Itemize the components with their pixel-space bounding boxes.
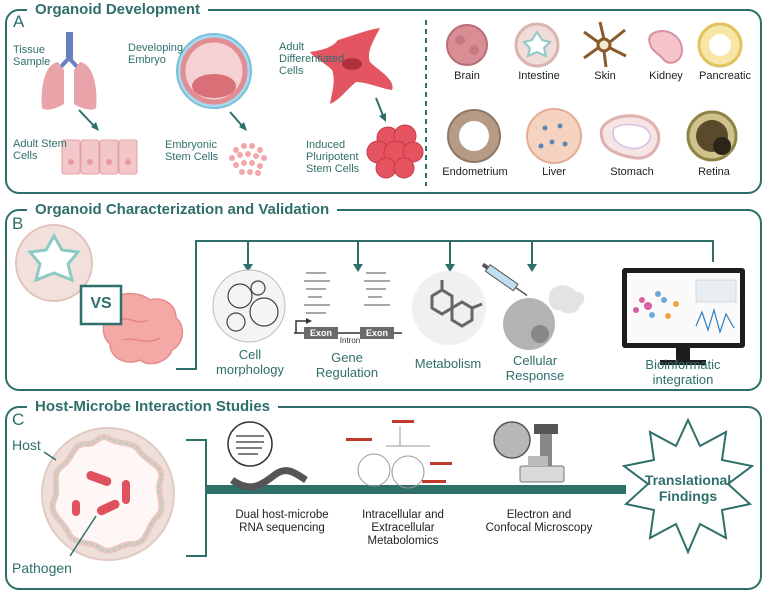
organoid-label-intestine: Intestine xyxy=(518,70,560,82)
organoid-label-skin: Skin xyxy=(594,70,616,82)
step-cellular-response: Cellular Response xyxy=(505,353,565,383)
organoid-label-pancreatic: Pancreatic xyxy=(699,70,751,82)
host-label: Host xyxy=(12,437,41,453)
intron-label: Intron xyxy=(339,336,361,345)
panel-b-title: Organoid Characterization and Validation xyxy=(27,201,338,218)
vs-label: VS xyxy=(90,295,112,312)
step-bioinformatic-integration: Bioinformatic integration xyxy=(645,357,721,387)
step-cell-morphology: Cell morphology xyxy=(216,347,284,377)
organoid-label-retina: Retina xyxy=(698,166,730,178)
adult-differentiated-label: Adult Differentiated Cells xyxy=(279,41,345,77)
organoid-label-liver: Liver xyxy=(542,166,566,178)
translational-findings-label: Translational Findings xyxy=(644,472,732,504)
panel-b-letter: B xyxy=(12,214,24,233)
developing-embryo-label: Developing Embryo xyxy=(128,42,184,66)
organoid-label-endometrium: Endometrium xyxy=(442,166,508,178)
panel-c-letter: C xyxy=(12,410,25,429)
organoid-label-kidney: Kidney xyxy=(649,70,683,82)
organoid-label-stomach: Stomach xyxy=(610,166,654,178)
method-metabolomics: Intracellular and Extracellular Metabolo… xyxy=(362,509,444,547)
exon-1-label: Exon xyxy=(309,328,332,338)
exon-2-label: Exon xyxy=(365,328,388,338)
tissue-sample-label: Tissue Sample xyxy=(13,44,51,68)
panel-a-title: Organoid Development xyxy=(27,1,209,18)
panel-a-letter: A xyxy=(13,12,25,31)
organoid-label-brain: Brain xyxy=(454,70,480,82)
panel-c-title: Host-Microbe Interaction Studies xyxy=(27,398,279,415)
step-gene-regulation: Gene Regulation xyxy=(315,350,379,380)
adult-stem-label: Adult Stem Cells xyxy=(13,138,67,162)
pathogen-label: Pathogen xyxy=(12,560,72,576)
step-metabolism: Metabolism xyxy=(414,356,482,371)
embryonic-stem-label: Embryonic Stem Cells xyxy=(165,139,219,163)
ipsc-label: Induced Pluripotent Stem Cells xyxy=(306,139,360,175)
method-rna-seq: Dual host-microbe RNA sequencing xyxy=(235,509,329,534)
method-microscopy: Electron and Confocal Microscopy xyxy=(485,509,593,534)
